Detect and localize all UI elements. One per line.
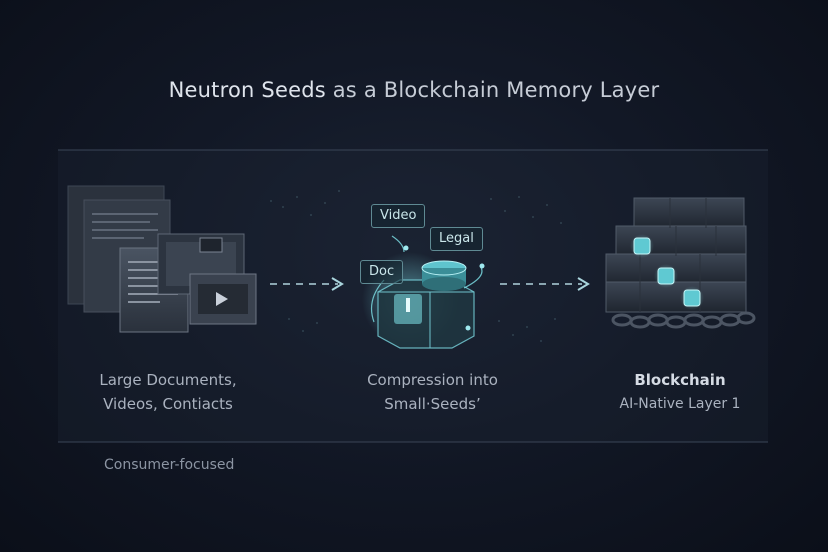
caption-right-line1: Blockchain [634,371,726,389]
tag-legal: Legal [430,227,483,251]
page-title: Neutron Seeds as a Blockchain Memory Lay… [0,78,828,102]
caption-middle: Compression into Small·Seedsʼ [330,368,535,416]
node-dot [403,245,409,251]
caption-right: Blockchain AI-Native Layer 1 [590,368,770,416]
caption-right-line2: AI-Native Layer 1 [619,396,741,412]
arrow-right-icon [500,277,590,291]
document-stack-icon [67,185,189,333]
arrow-right-icon [270,277,344,291]
seed-cube-icon [377,279,475,349]
chain-icon [611,311,756,329]
title-rest: as a Blockchain Memory Layer [325,78,660,102]
seed-disk-icon [421,260,467,291]
title-strong: Neutron Seeds [168,78,326,102]
node-dot [479,263,485,269]
footer-note: Consumer-focused [104,457,235,473]
dot-texture [270,190,562,342]
node-dot [465,325,471,331]
video-play-icon [189,273,257,325]
tag-video: Video [371,204,426,228]
caption-left: Large Documents, Videos, Contiacts [68,368,268,416]
caption-middle-line1: Compression into [367,371,498,389]
seed-node-icons [630,234,704,310]
tag-doc: Doc [360,260,404,284]
caption-middle-line2: Small·Seedsʼ [384,395,481,413]
caption-left-line2: Videos, Contiacts [103,395,233,413]
caption-left-line1: Large Documents, [99,371,237,389]
